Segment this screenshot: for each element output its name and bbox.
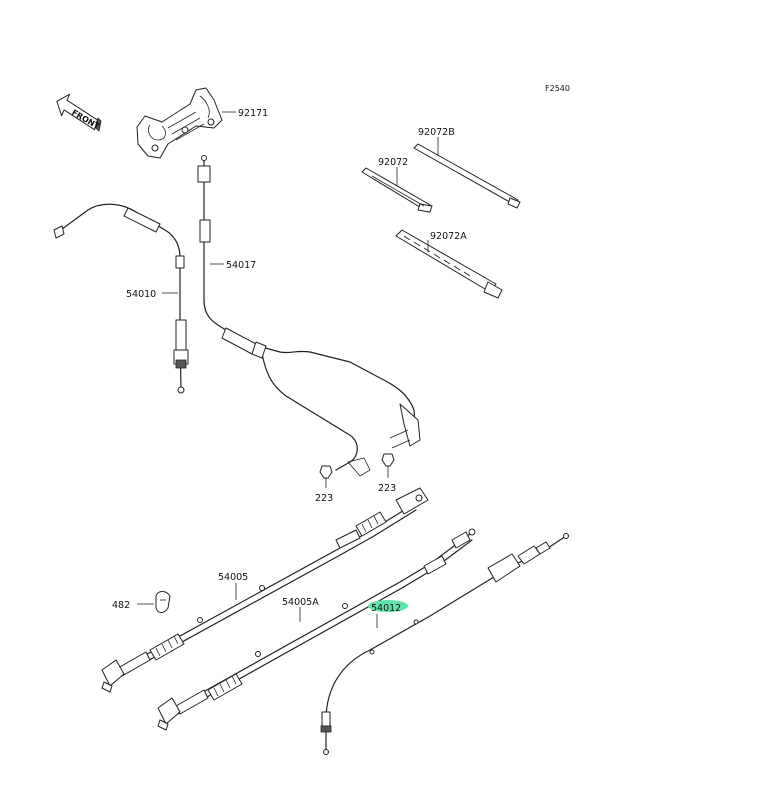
label-482: 482 <box>112 600 130 611</box>
part-92171-holder <box>136 87 223 159</box>
part-92072-strap <box>361 167 433 213</box>
part-54012-cable <box>320 533 569 755</box>
figure-code: F2540 <box>545 84 570 93</box>
part-223-clip-left <box>319 465 333 488</box>
part-54017-cable <box>197 155 421 477</box>
label-92072B: 92072B <box>418 127 455 138</box>
label-54005A: 54005A <box>282 597 319 608</box>
label-92072: 92072 <box>378 157 408 168</box>
label-54017: 54017 <box>226 260 256 271</box>
part-54005-cable <box>101 487 429 693</box>
part-54010-cable <box>53 203 189 394</box>
highlight-marker <box>368 600 408 612</box>
part-482-clip <box>155 591 171 613</box>
label-54010: 54010 <box>126 289 156 300</box>
part-92072A-strap <box>395 229 503 299</box>
front-arrow-icon: FRONT <box>56 93 102 132</box>
label-92171: 92171 <box>238 108 268 119</box>
label-223-left: 223 <box>315 493 333 504</box>
part-92072B-strap <box>413 143 521 209</box>
part-54005A-cable <box>157 528 476 731</box>
label-223-right: 223 <box>378 483 396 494</box>
label-54012: 54012 <box>371 603 401 614</box>
label-92072A: 92072A <box>430 231 467 242</box>
part-223-clip-right <box>381 453 395 478</box>
label-54005: 54005 <box>218 572 248 583</box>
